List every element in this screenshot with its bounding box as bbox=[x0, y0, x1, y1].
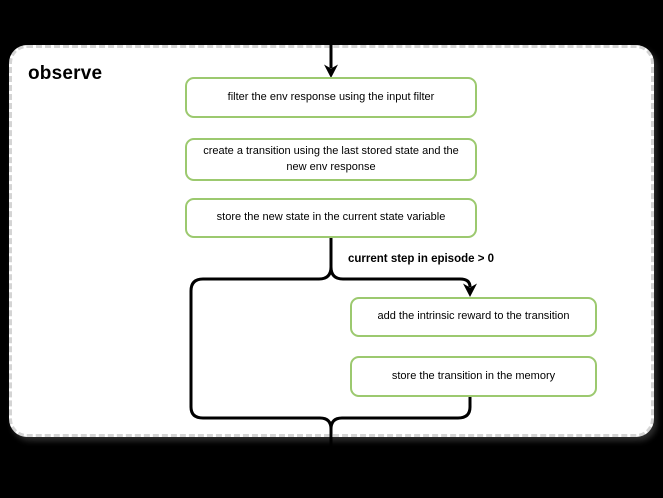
step-filter-env-response: filter the env response using the input … bbox=[185, 77, 477, 118]
merge-right-connector bbox=[329, 396, 472, 430]
step-label: store the transition in the memory bbox=[391, 369, 556, 382]
step-store-new-state: store the new state in the current state… bbox=[185, 198, 477, 238]
step-label: add the intrinsic reward to the transiti… bbox=[377, 310, 570, 323]
step-label: filter the env response using the input … bbox=[227, 90, 435, 103]
step-store-transition: store the transition in the memory bbox=[350, 356, 597, 397]
step-create-transition: create a transition using the last store… bbox=[185, 138, 477, 181]
bypass-left-connector bbox=[189, 238, 333, 470]
step-label: create a transition using the last store… bbox=[203, 145, 459, 173]
step-add-intrinsic-reward: add the intrinsic reward to the transiti… bbox=[350, 297, 597, 337]
branch-true-connector bbox=[329, 266, 472, 288]
panel-title: observe bbox=[28, 63, 103, 84]
branch-arrowhead-icon bbox=[463, 283, 477, 297]
step-label: store the new state in the current state… bbox=[216, 211, 446, 224]
entry-arrowhead-icon bbox=[324, 64, 338, 78]
branch-condition-label: current step in episode > 0 bbox=[348, 253, 495, 265]
